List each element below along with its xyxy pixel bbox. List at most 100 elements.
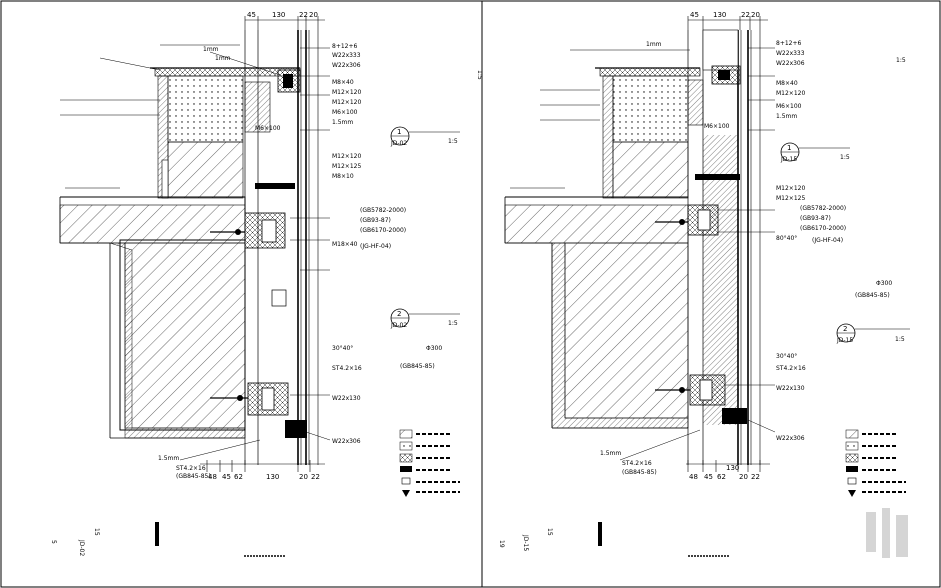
dim-label: 45 (704, 473, 713, 481)
section-ref: JD-15 (836, 337, 853, 344)
dim-label: 130 (272, 11, 285, 19)
callouts-left-right-sheet: 1mm M6×100 (540, 41, 730, 130)
bottom-callouts-right: 1.5mm ST4.2×16 (GB845-85) (600, 429, 701, 476)
callout-text: M6×100 (704, 123, 730, 130)
legend-swatch (847, 477, 857, 485)
legend-swatch (848, 490, 856, 497)
section-drawn-no: Φ300 (426, 345, 442, 352)
callout-text: (GB845-85) (176, 473, 211, 480)
callouts-right-left-sheet: 8+12+6 W22x333 W22x306 M8×40 M12×120 M12… (290, 43, 406, 445)
callout-text: M8×40 (776, 80, 798, 87)
top-bracket-left (244, 69, 301, 189)
section-marker-2-right: 2 JD-15 1:5 Φ300 (GB845-85) (836, 280, 910, 344)
section-number: 2 (843, 325, 847, 333)
callout-text: W22x333 (332, 52, 361, 59)
legend-swatch (399, 453, 413, 463)
bottom-anchor-left (210, 382, 307, 438)
callout-text: M12×120 (776, 90, 805, 97)
callout-text: 1.5mm (332, 119, 353, 126)
scale-note: 1:5 (476, 70, 483, 80)
callout-text: M12×125 (776, 195, 805, 202)
callout-text: 1.5mm (776, 113, 797, 120)
title-strip-text: 15 (546, 528, 553, 536)
concrete-body-right (504, 187, 689, 429)
legend-swatch (402, 490, 410, 497)
callout-text: 80°40° (776, 235, 797, 242)
callout-text: W22x130 (776, 385, 805, 392)
top-bracket-right (687, 65, 741, 180)
section-scale: 1:5 (448, 320, 458, 327)
dim-label: 130 (726, 464, 739, 472)
callout-text: ST4.2×16 (176, 465, 206, 472)
section-drawn-no: Φ300 (876, 280, 892, 287)
callout-text: 30°40° (776, 353, 797, 360)
callout-text: M12×125 (332, 163, 361, 170)
callout-text: (JG-HF-04) (812, 237, 843, 244)
title-strip-right: 15 JD-15 19 (498, 522, 730, 557)
top-slab-left (150, 67, 301, 199)
section-number: 1 (397, 128, 401, 136)
section-marker-1-left: 1 JD-02 1:5 (390, 126, 460, 147)
callout-text: M6×100 (776, 103, 802, 110)
scale-note: 1:5 (896, 57, 906, 64)
dim-label: 20 (739, 473, 748, 481)
dim-label: 22 (299, 11, 308, 19)
dim-label: 48 (689, 473, 698, 481)
section-ref: JD-02 (390, 140, 407, 147)
dim-label: 22 (741, 11, 750, 19)
callout-text: 30°40° (332, 345, 353, 352)
callout-text: ST4.2×16 (332, 365, 362, 372)
callout-text: M12×120 (332, 153, 361, 160)
dim-label: 130 (266, 473, 279, 481)
dimension-bottom-left: 48 45 62 130 20 22 (200, 460, 325, 481)
section-marker-1-right: 1 JD-15 1:5 (780, 142, 850, 163)
section-ref: JD-15 (780, 156, 797, 163)
callout-text: M12×120 (332, 99, 361, 106)
section-number: 1 (787, 144, 791, 152)
callout-text: ST4.2×16 (776, 365, 806, 372)
callout-text: (GB5782-2000) (800, 205, 846, 212)
legend-swatch (400, 466, 412, 472)
title-strip-text: JD-15 (522, 534, 529, 551)
callout-text: W22x306 (776, 60, 805, 67)
standard-code: (GB845-85) (855, 292, 890, 299)
callout-text: M8×10 (332, 173, 354, 180)
dim-label: 45 (690, 11, 699, 19)
callout-text: W22x306 (776, 435, 805, 442)
callout-text: (GB93-87) (800, 215, 831, 222)
dimension-top-left: 45 130 22 20 (244, 11, 325, 30)
callout-text: W22x306 (332, 438, 361, 445)
callout-text: 1.5mm (158, 455, 179, 462)
callout-text: (GB6170-2000) (360, 227, 406, 234)
callout-text: (GB6170-2000) (800, 225, 846, 232)
callout-text: (GB93-87) (360, 217, 391, 224)
callout-text: M8×40 (332, 79, 354, 86)
sheet-right: 45 130 22 20 (498, 11, 938, 586)
callout-text: W22x130 (332, 395, 361, 402)
callout-text: M18×40 (332, 241, 358, 248)
legend-swatch (399, 441, 413, 451)
callout-text: M12×120 (332, 89, 361, 96)
top-slab-right (595, 29, 739, 199)
callout-text: 1mm (215, 55, 231, 62)
title-strip-text: 15 (93, 528, 100, 536)
dim-label: 45 (247, 11, 256, 19)
dim-label: 22 (751, 473, 760, 481)
callout-text: W22x306 (332, 62, 361, 69)
watermark-fade (852, 500, 938, 586)
dimension-bottom-right: 48 45 62 130 20 22 (686, 460, 770, 481)
callout-text: 1.5mm (600, 450, 621, 457)
callout-text: 1mm (203, 46, 219, 53)
callouts-right-right-sheet: 8+12+6 W22x333 W22x306 M8×40 M12×120 M6×… (718, 40, 846, 442)
callout-text: (GB5782-2000) (360, 207, 406, 214)
section-scale: 1:5 (895, 336, 905, 343)
callout-text: 8+12+6 (332, 43, 358, 50)
title-strip-text: 19 (498, 540, 505, 548)
middle-anchor-right (655, 204, 719, 236)
callout-text: (GB845-85) (622, 469, 657, 476)
legend-swatch (845, 453, 859, 463)
legend-swatch (399, 429, 413, 439)
dim-label: 45 (222, 473, 231, 481)
concrete-body-left (59, 187, 246, 439)
